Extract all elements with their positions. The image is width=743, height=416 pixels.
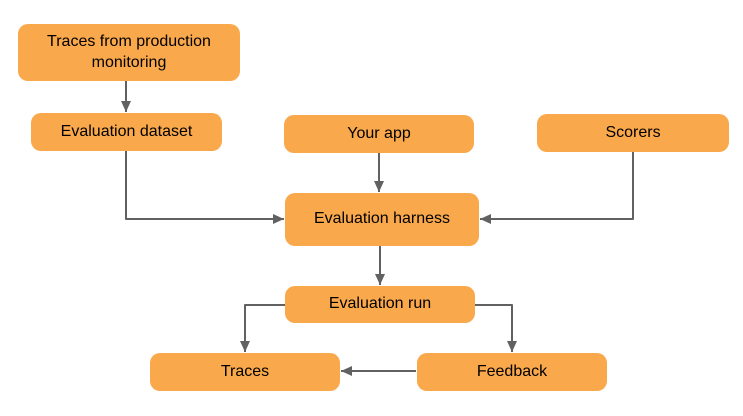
node-evaluation-dataset: Evaluation dataset xyxy=(31,113,222,151)
node-your-app: Your app xyxy=(284,115,474,153)
node-traces: Traces xyxy=(150,353,340,391)
edge-evaluation-run-to-feedback xyxy=(475,304,517,352)
node-label-feedback: Feedback xyxy=(476,362,548,380)
node-label-traces-production: Traces from production monitoring xyxy=(47,32,211,71)
node-scorers: Scorers xyxy=(537,114,729,152)
edge-evaluation-dataset-to-evaluation-harness xyxy=(125,151,284,224)
edge-evaluation-run-to-traces xyxy=(240,304,285,352)
node-traces-production: Traces from production monitoring xyxy=(18,24,240,81)
node-label-evaluation-harness: Evaluation harness xyxy=(313,210,451,228)
node-label-evaluation-dataset: Evaluation dataset xyxy=(60,122,193,140)
node-label-evaluation-run: Evaluation run xyxy=(328,295,432,313)
edge-scorers-to-evaluation-harness xyxy=(480,152,634,224)
node-label-traces: Traces xyxy=(220,362,270,380)
node-label-scorers: Scorers xyxy=(605,123,661,141)
node-label-your-app: Your app xyxy=(347,124,411,142)
node-feedback: Feedback xyxy=(417,353,607,391)
node-evaluation-run: Evaluation run xyxy=(285,286,475,323)
node-evaluation-harness: Evaluation harness xyxy=(285,193,479,246)
